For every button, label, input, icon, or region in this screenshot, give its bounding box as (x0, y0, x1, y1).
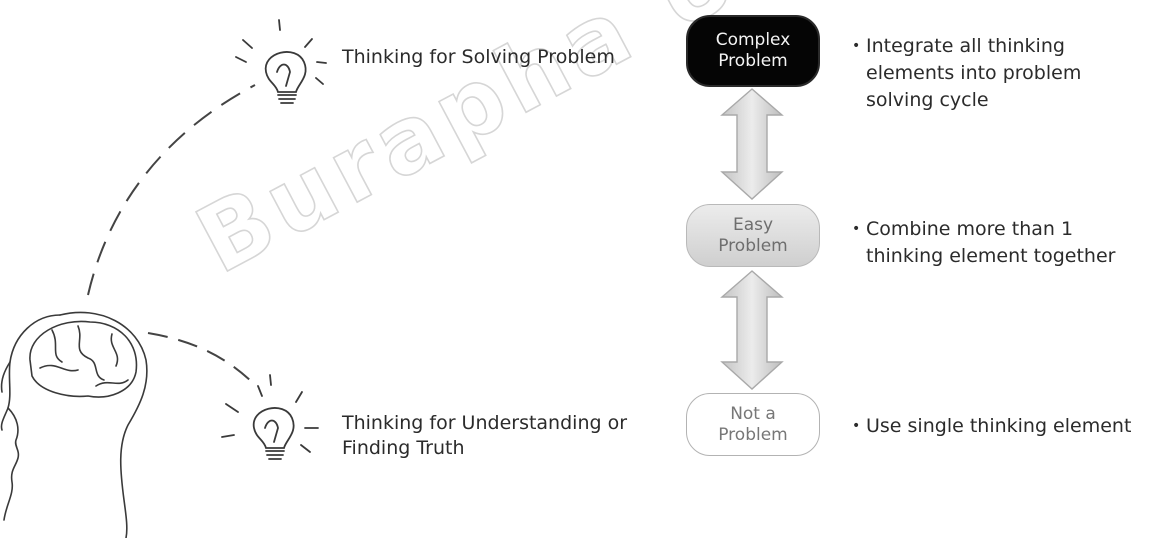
description-line: Integrate all thinking (866, 35, 1065, 57)
level-easy-problem: Easy Problem (686, 204, 820, 267)
level-complex-problem: Complex Problem (686, 15, 820, 87)
label-line: Finding Truth (342, 437, 465, 459)
lightbulb-icon (235, 19, 327, 104)
description-easy-problem: Combine more than 1 thinking element tog… (852, 216, 1115, 270)
double-headed-arrow-icon (720, 88, 784, 200)
description-item: Integrate all thinking elements into pro… (852, 33, 1081, 114)
level-line: Problem (718, 424, 788, 445)
description-complex-problem: Integrate all thinking elements into pro… (852, 33, 1081, 114)
level-line: Easy (732, 214, 774, 235)
description-item: Combine more than 1 thinking element tog… (852, 216, 1115, 270)
level-line: Problem (718, 51, 788, 71)
label-thinking-for-solving-problem: Thinking for Solving Problem (342, 46, 615, 68)
description-line: Use single thinking element (866, 415, 1132, 437)
level-line: Problem (718, 235, 788, 256)
label-thinking-for-understanding: Thinking for Understanding or Finding Tr… (342, 411, 627, 461)
description-line: solving cycle (866, 89, 989, 111)
description-line: elements into problem (866, 62, 1082, 84)
level-line: Not a (730, 403, 776, 424)
double-headed-arrow-icon (720, 270, 784, 390)
dashed-path-to-top-bulb (87, 84, 256, 296)
dashed-path-to-bottom-bulb (147, 332, 256, 386)
level-not-a-problem: Not a Problem (686, 393, 820, 456)
label-line: Thinking for Understanding or (342, 412, 628, 434)
description-line: thinking element together (866, 245, 1116, 267)
level-line: Complex (715, 30, 791, 50)
description-not-a-problem: Use single thinking element (852, 413, 1131, 440)
lightbulb-icon (221, 374, 319, 460)
description-line: Combine more than 1 (866, 218, 1074, 240)
description-item: Use single thinking element (852, 413, 1131, 440)
head-with-brain-sketch-icon (0, 311, 148, 538)
